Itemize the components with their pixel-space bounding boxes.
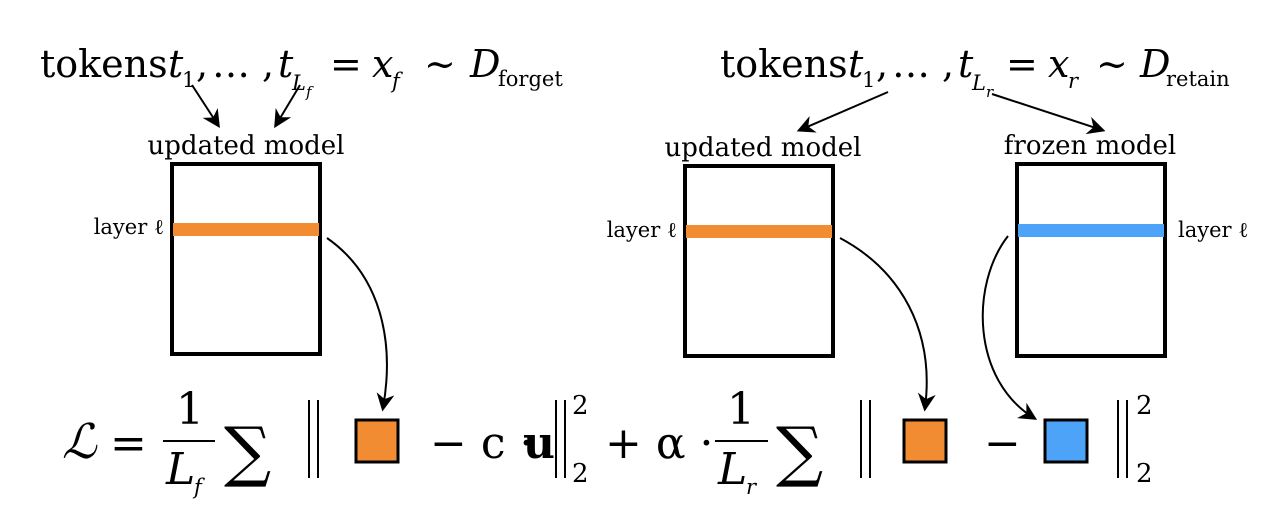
forget-arrow-right <box>274 84 301 129</box>
retain-t1-sub: 1 <box>862 68 875 92</box>
retain-x-sub: r <box>1068 69 1080 93</box>
loss-equals: = <box>110 418 147 469</box>
sum2-symbol: ∑ <box>776 413 823 490</box>
forget-comma2: , <box>262 42 274 86</box>
forget-arrow-left <box>191 84 220 129</box>
forget-tokens-prefix: tokens <box>40 42 168 86</box>
frac2-denominator: L <box>717 444 747 495</box>
retain-arrow-frozen <box>991 93 1106 135</box>
forget-comma1: , <box>196 42 208 86</box>
forget-updated-model-title: updated model <box>148 131 345 161</box>
forget-updated-model: updated model layer ℓ <box>94 131 345 356</box>
forget-layer-arrow <box>326 237 395 412</box>
retain-updated-model: updated model layer ℓ <box>607 133 862 358</box>
norm1-sub: 2 <box>572 459 589 489</box>
forget-tokens-label: tokens t 1 , … , t L f = x f ∼ D forget <box>40 42 563 101</box>
retain-updated-activation-square <box>902 418 948 464</box>
norm2-sup: 2 <box>1136 391 1153 421</box>
loss-symbol: ℒ <box>62 414 98 470</box>
retain-tokens-prefix: tokens <box>720 42 848 86</box>
retain-updated-model-box <box>683 164 835 358</box>
forget-updated-model-box <box>170 162 322 356</box>
retain-updated-layer-bar <box>686 225 832 238</box>
forget-t1: t <box>168 42 184 86</box>
retain-tL: t <box>958 42 974 86</box>
retain-updated-model-title: updated model <box>665 133 862 163</box>
forget-tL: t <box>278 42 294 86</box>
retain-comma1: , <box>876 42 888 86</box>
frac1-denominator-sub: f <box>192 475 205 499</box>
sum1-symbol: ∑ <box>224 413 271 490</box>
forget-tL-subsub: f <box>305 83 314 101</box>
retain-updated-layer-arrow <box>839 237 936 412</box>
retain-sim: ∼ <box>1096 42 1128 86</box>
forget-D: D <box>469 42 500 86</box>
u-vector: u <box>523 418 555 469</box>
retain-dots: … <box>892 42 930 86</box>
minus-sign: − <box>984 418 1021 469</box>
norm2-sub: 2 <box>1136 459 1153 489</box>
forget-dots: … <box>212 42 250 86</box>
frac2-numerator: 1 <box>727 384 755 435</box>
retain-comma2: , <box>942 42 954 86</box>
retain-updated-layer-label: layer ℓ <box>607 218 677 242</box>
retain-frozen-model-title: frozen model <box>1004 131 1176 161</box>
forget-equals: = <box>330 42 362 86</box>
retain-frozen-layer-label: layer ℓ <box>1178 218 1248 242</box>
frac1-denominator: L <box>165 444 195 495</box>
frac2-denominator-sub: r <box>746 475 758 499</box>
norm1-sup: 2 <box>572 391 589 421</box>
forget-layer-label: layer ℓ <box>94 215 164 239</box>
retain-frozen-activation-square <box>1043 418 1089 464</box>
retain-arrow-updated <box>796 91 889 133</box>
retain-frozen-model-box <box>1015 162 1167 358</box>
retain-frozen-layer-arrow <box>981 235 1038 420</box>
frac1-numerator: 1 <box>176 384 204 435</box>
retain-frozen-model: frozen model layer ℓ <box>1004 131 1248 358</box>
forget-sim: ∼ <box>424 42 456 86</box>
retain-tL-subsub: r <box>986 83 994 101</box>
retain-tL-sub: L <box>971 71 986 95</box>
forget-x: x <box>372 42 393 86</box>
plus-alpha-dot: + α · <box>605 418 714 469</box>
retain-D-sub: retain <box>1166 67 1230 91</box>
retain-tokens-label: tokens t 1 , … , t L r = x r ∼ D retain <box>720 42 1230 101</box>
retain-D: D <box>1139 42 1170 86</box>
forget-updated-layer-bar <box>173 223 319 236</box>
retain-frozen-layer-bar <box>1018 224 1164 237</box>
retain-equals: = <box>1006 42 1038 86</box>
forget-activation-square <box>354 418 400 464</box>
minus-c-dot: − c · <box>430 418 533 469</box>
retain-x: x <box>1048 42 1069 86</box>
forget-D-sub: forget <box>498 67 563 91</box>
loss-equation: ℒ = 1 L f ∑ − c · u 2 2 + α · 1 L r ∑ − … <box>62 384 1153 499</box>
forget-x-sub: f <box>390 69 403 93</box>
retain-t1: t <box>848 42 864 86</box>
forget-tL-sub: L <box>291 71 306 95</box>
